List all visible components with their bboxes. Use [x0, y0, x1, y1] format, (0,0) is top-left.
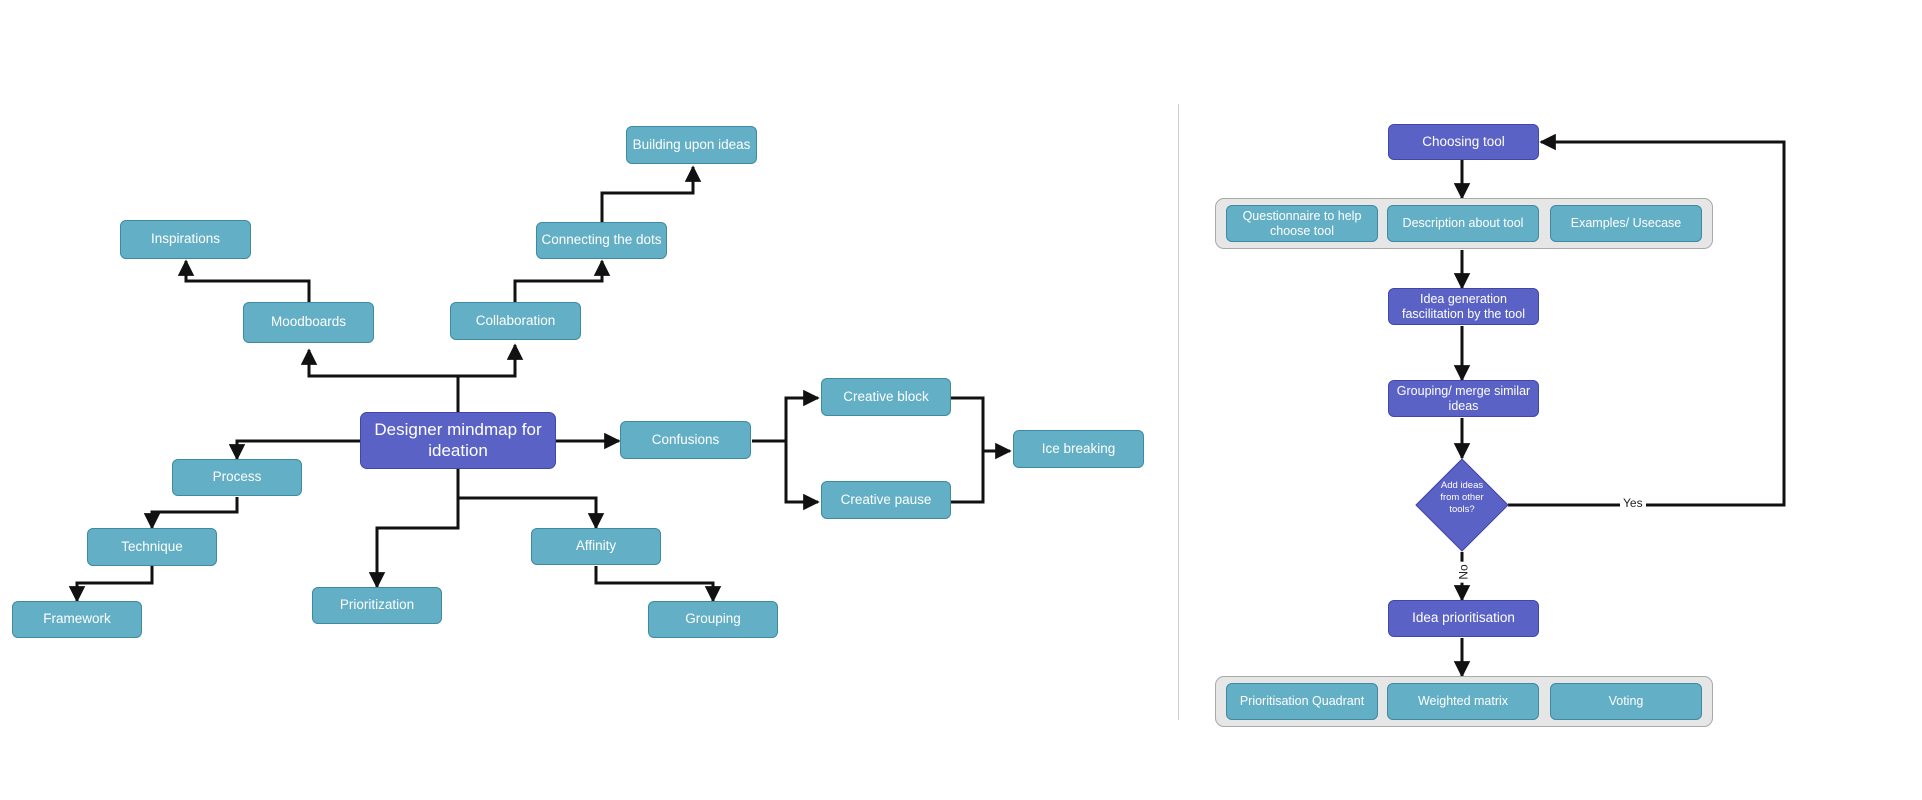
voting-node[interactable]: Voting — [1550, 683, 1702, 720]
creative-block-node[interactable]: Creative block — [821, 378, 951, 416]
ice-breaking-node[interactable]: Ice breaking — [1013, 430, 1144, 468]
examples-node[interactable]: Examples/ Usecase — [1550, 205, 1702, 242]
building-ideas-node[interactable]: Building upon ideas — [626, 126, 757, 164]
confusions-node[interactable]: Confusions — [620, 421, 751, 459]
collaboration-node[interactable]: Collaboration — [450, 302, 581, 340]
edge-central-moodboards — [300, 348, 460, 412]
description-node[interactable]: Description about tool — [1387, 205, 1539, 242]
process-node[interactable]: Process — [172, 459, 302, 496]
moodboards-node[interactable]: Moodboards — [243, 302, 374, 343]
prioritisation-quadrant-node[interactable]: Prioritisation Quadrant — [1226, 683, 1378, 720]
yes-label: Yes — [1620, 496, 1646, 510]
no-label: No — [1456, 561, 1471, 583]
grouping-merge-node[interactable]: Grouping/ merge similar ideas — [1388, 380, 1539, 417]
edge-central-affinity — [458, 496, 605, 530]
questionnaire-node[interactable]: Questionnaire to help choose tool — [1226, 205, 1378, 242]
inspirations-node[interactable]: Inspirations — [120, 220, 251, 259]
edge-process-technique — [143, 497, 239, 530]
prioritization-node[interactable]: Prioritization — [312, 587, 442, 624]
edge-central-process — [228, 439, 360, 461]
edge-central-collaboration — [458, 343, 524, 378]
choosing-tool-node[interactable]: Choosing tool — [1388, 124, 1539, 160]
creative-pause-node[interactable]: Creative pause — [821, 481, 951, 519]
affinity-node[interactable]: Affinity — [531, 528, 661, 565]
connecting-dots-node[interactable]: Connecting the dots — [536, 222, 667, 259]
idea-prioritisation-node[interactable]: Idea prioritisation — [1388, 600, 1539, 637]
decision-label: Add ideas from other tools? — [1440, 480, 1484, 515]
weighted-matrix-node[interactable]: Weighted matrix — [1387, 683, 1539, 720]
edge-confusions-block — [752, 389, 820, 443]
framework-node[interactable]: Framework — [12, 601, 142, 638]
edge-central-prioritization — [368, 469, 460, 589]
edge-moodboards-inspirations — [177, 259, 311, 302]
idea-generation-node[interactable]: Idea generation fascilitation by the too… — [1388, 288, 1539, 325]
edge-collaboration-connecting — [513, 259, 611, 302]
central-node[interactable]: Designer mindmap for ideation — [360, 412, 556, 469]
edge-block-ice — [951, 396, 1012, 460]
section-divider — [1178, 104, 1179, 720]
edge-confusions-pause — [784, 441, 820, 511]
grouping-node[interactable]: Grouping — [648, 601, 778, 638]
edge-technique-framework — [68, 566, 154, 603]
technique-node[interactable]: Technique — [87, 528, 217, 566]
edge-affinity-grouping — [594, 566, 722, 603]
edge-decision-yes-loop — [1508, 133, 1786, 507]
edge-connecting-building — [600, 165, 702, 222]
edge-pause-ice — [951, 451, 985, 504]
